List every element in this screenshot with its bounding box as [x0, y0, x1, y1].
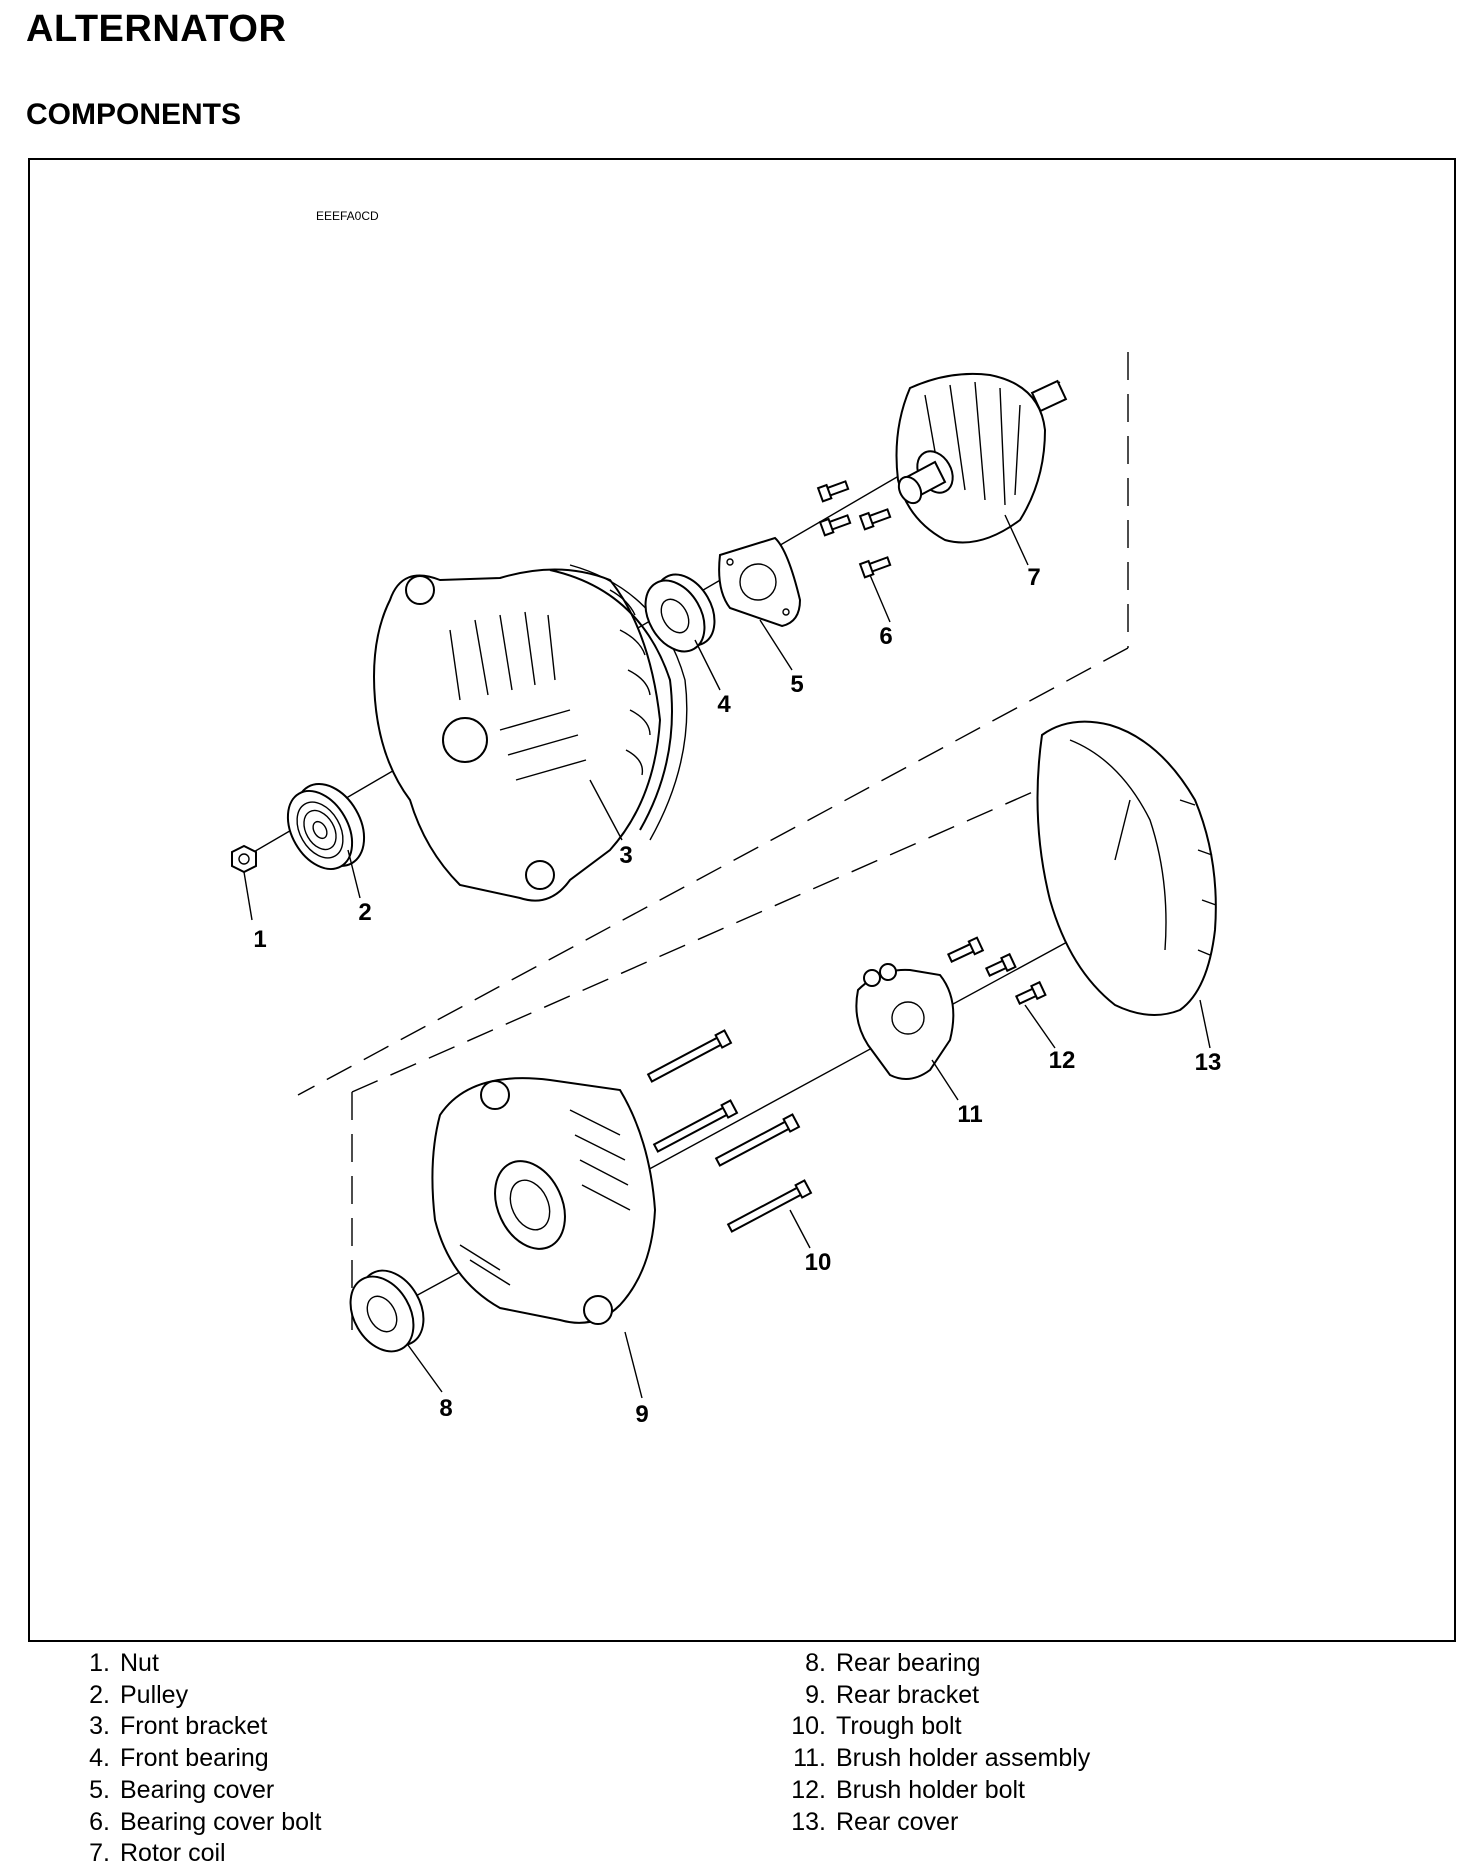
legend-right: 8. Rear bearing 9. Rear bracket 10. Trough … [768, 1648, 1090, 1838]
legend-num: 1. [89, 1649, 110, 1677]
legend-label: Rear bearing [836, 1649, 981, 1677]
bearing-cover-bolts [816, 480, 892, 579]
callout-4: 4 [717, 691, 731, 718]
callout-10: 10 [805, 1249, 832, 1276]
callout-5: 5 [790, 671, 803, 698]
callout-2: 2 [358, 899, 371, 926]
legend-label: Front bearing [120, 1744, 269, 1773]
brush-holder-assembly-part [855, 963, 955, 1080]
legend-item: 12. Brush holder bolt [768, 1775, 1090, 1807]
legend-num: 9. [805, 1680, 826, 1709]
legend-label: Pulley [120, 1680, 189, 1709]
legend-num: 13. [791, 1807, 826, 1836]
exploded-view-diagram: 1 2 3 4 5 6 7 8 9 10 11 12 13 [28, 158, 1456, 1642]
legend-label: Trough bolt [836, 1712, 962, 1741]
callout-12: 12 [1049, 1047, 1076, 1074]
rear-bearing-part [349, 1269, 425, 1353]
front-bearing-part [644, 573, 716, 653]
diagram-canvas: 1 2 3 4 5 6 7 8 9 10 11 12 13 [231, 352, 1221, 1428]
legend-item: 8. Rear bearing [768, 1648, 1090, 1680]
callout-7: 7 [1027, 564, 1040, 591]
legend-label: Bearing cover bolt [120, 1807, 322, 1836]
legend-num: 10. [791, 1712, 826, 1741]
callout-11: 11 [957, 1101, 982, 1128]
legend-label: Rear cover [836, 1807, 959, 1836]
lower-dashed-outline [351, 779, 1061, 1340]
legend-label: Nut [120, 1649, 159, 1677]
rear-cover-part [1036, 720, 1217, 1016]
callout-8: 8 [439, 1395, 452, 1422]
nut-part [231, 844, 257, 874]
callout-6: 6 [879, 623, 892, 650]
legend-item: 5. Bearing cover [52, 1775, 322, 1807]
bearing-cover-part [718, 536, 802, 628]
upper-dashed-outline [297, 352, 1129, 1096]
legend-num: 12. [791, 1775, 826, 1804]
callout-1: 1 [253, 926, 266, 953]
legend-item: 13. Rear cover [768, 1807, 1090, 1839]
legend-item: 10. Trough bolt [768, 1711, 1090, 1743]
legend-num: 4. [89, 1744, 110, 1773]
rear-bracket-part [431, 1077, 657, 1325]
legend-item: 3. Front bracket [52, 1711, 322, 1743]
legend-item: 2. Pulley [52, 1680, 322, 1712]
legend-item: 6. Bearing cover bolt [52, 1807, 322, 1839]
legend-label: Bearing cover [120, 1775, 275, 1804]
legend-num: 6. [89, 1807, 110, 1836]
page-title: ALTERNATOR [26, 8, 287, 50]
callout-labels: 1 2 3 4 5 6 7 8 9 10 11 12 13 [253, 564, 1221, 1428]
legend-item: 11. Brush holder assembly [768, 1743, 1090, 1775]
section-code: EEEFA0CD [316, 209, 379, 223]
section-title: COMPONENTS EEEFA0CD [26, 98, 379, 223]
leader-lines [243, 514, 1211, 1399]
legend-num: 8. [805, 1649, 826, 1677]
pulley-part [286, 783, 366, 870]
legend-label: Brush holder assembly [836, 1744, 1091, 1773]
legend-num: 11. [793, 1744, 826, 1773]
legend-item: 1. Nut [52, 1648, 322, 1680]
legend-num: 7. [89, 1839, 110, 1868]
section-title-text: COMPONENTS [26, 98, 242, 131]
rotor-coil-part [895, 372, 1068, 544]
through-bolts [646, 1029, 813, 1233]
front-bracket-part [373, 564, 688, 902]
legend-label: Rotor coil [120, 1839, 226, 1868]
legend-label: Front bracket [120, 1712, 268, 1741]
callout-13: 13 [1195, 1049, 1222, 1076]
legend-num: 3. [89, 1712, 110, 1741]
legend-item: 9. Rear bracket [768, 1680, 1090, 1712]
legend-item: 7. Rotor coil [52, 1838, 322, 1870]
legend-num: 5. [89, 1775, 110, 1804]
callout-3: 3 [619, 842, 632, 869]
callout-9: 9 [635, 1401, 648, 1428]
brush-holder-bolts [946, 936, 1047, 1005]
legend-label: Brush holder bolt [836, 1775, 1026, 1804]
legend-item: 4. Front bearing [52, 1743, 322, 1775]
legend-label: Rear bracket [836, 1680, 980, 1709]
legend-left: 1. Nut 2. Pulley 3. Front bracket 4. Front b… [52, 1648, 322, 1870]
legend-num: 2. [89, 1680, 110, 1709]
